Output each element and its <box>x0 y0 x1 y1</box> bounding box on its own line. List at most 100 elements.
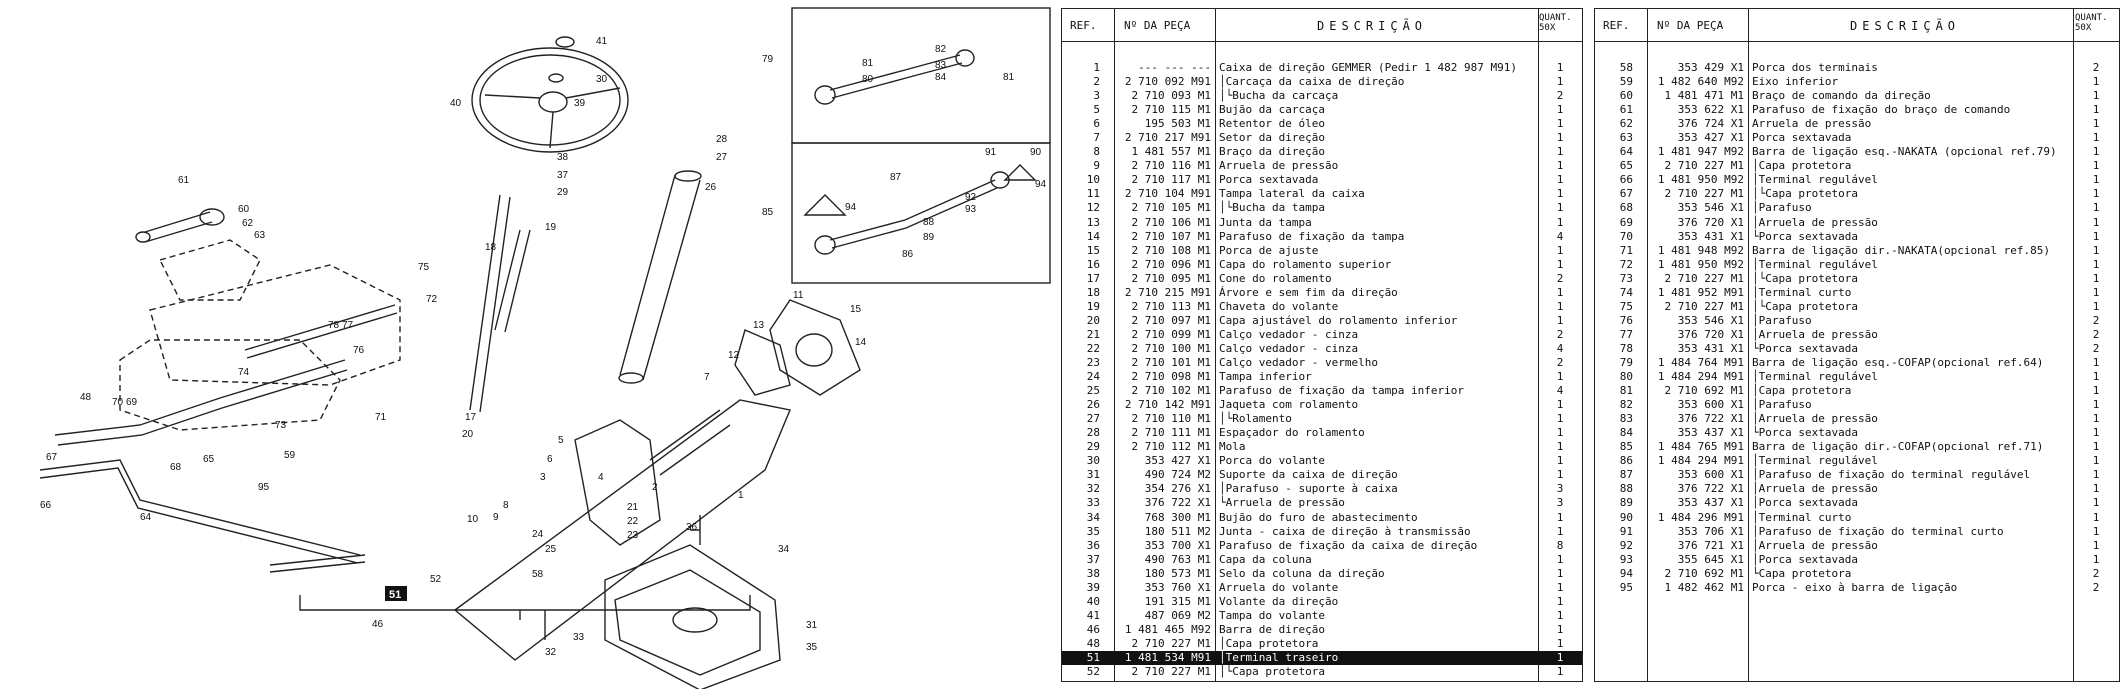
part-number-cell: 2 710 105 M1 <box>1131 201 1211 215</box>
ref-cell: 67 <box>1619 187 1633 201</box>
ref-cell: 77 <box>1619 327 1633 341</box>
description-cell: Capa da coluna <box>1219 552 1312 566</box>
quantity-cell: 1 <box>1556 636 1564 650</box>
svg-text:71: 71 <box>375 412 387 423</box>
quantity-cell: 1 <box>2092 173 2100 187</box>
svg-text:38: 38 <box>557 152 569 163</box>
part-number-cell: 180 511 M2 <box>1144 524 1211 538</box>
svg-text:70: 70 <box>112 397 124 408</box>
part-number-cell: 1 481 952 M91 <box>1657 285 1744 299</box>
svg-text:84: 84 <box>935 72 947 83</box>
tie-rod-left <box>39 459 361 564</box>
svg-text:62: 62 <box>242 218 254 229</box>
table-row: 1--- --- ---Caixa de direção GEMMER (Ped… <box>1062 61 1582 75</box>
part-number-cell: 376 724 X1 <box>1677 117 1744 131</box>
part-number-cell: 2 710 692 M1 <box>1664 384 1744 398</box>
part-number-cell: 1 481 950 M92 <box>1657 173 1744 187</box>
ref-cell: 16 <box>1086 257 1100 271</box>
svg-text:74: 74 <box>238 367 250 378</box>
part-number-cell: 376 720 X1 <box>1677 215 1744 229</box>
quantity-cell: 1 <box>2092 215 2100 229</box>
svg-text:69: 69 <box>126 397 138 408</box>
ref-cell: 38 <box>1086 566 1100 580</box>
quantity-cell: 1 <box>1556 566 1564 580</box>
svg-text:32: 32 <box>545 647 557 658</box>
quantity-cell: 1 <box>2092 538 2100 552</box>
description-cell: Capa do rolamento superior <box>1219 257 1392 271</box>
ref-cell: 76 <box>1619 313 1633 327</box>
part-number-cell: 353 437 X1 <box>1677 496 1744 510</box>
description-cell: │Arruela de pressão <box>1752 412 1878 426</box>
description-cell: │Porca sextavada <box>1752 552 1858 566</box>
quantity-cell: 1 <box>2092 145 2100 159</box>
part-number-cell: 1 481 534 M91 <box>1124 650 1211 664</box>
quantity-cell: 2 <box>1556 271 1564 285</box>
svg-text:78: 78 <box>328 320 340 331</box>
part-number-cell: 2 710 093 M1 <box>1131 89 1211 103</box>
ref-cell: 2 <box>1093 75 1100 89</box>
ref-cell: 93 <box>1619 552 1633 566</box>
svg-text:9: 9 <box>493 512 499 523</box>
ref-cell: 6 <box>1093 117 1100 131</box>
part-number-cell: 490 724 M2 <box>1144 468 1211 482</box>
quantity-cell: 1 <box>2092 552 2100 566</box>
quantity-cell: 1 <box>2092 412 2100 426</box>
quantity-cell: 1 <box>1556 370 1564 384</box>
header-quantity: QUANT. 50X <box>1539 13 1572 33</box>
ref-cell: 72 <box>1619 257 1633 271</box>
quantity-cell: 1 <box>1556 622 1564 636</box>
svg-text:73: 73 <box>275 420 287 431</box>
quantity-cell: 1 <box>1556 187 1564 201</box>
svg-text:83: 83 <box>935 60 947 71</box>
svg-text:18: 18 <box>485 242 497 253</box>
callout-51-highlight <box>385 586 407 601</box>
svg-text:61: 61 <box>178 175 190 186</box>
description-cell: │Terminal traseiro <box>1219 650 1339 664</box>
description-cell: Porca dos terminais <box>1752 61 1878 74</box>
part-number-cell: 353 760 X1 <box>1144 580 1211 594</box>
svg-text:95: 95 <box>258 482 270 493</box>
part-number-cell: 353 600 X1 <box>1677 468 1744 482</box>
part-number-cell: 2 710 097 M1 <box>1131 313 1211 327</box>
table-header: REF. Nº DA PEÇA DESCRIÇÃO QUANT. 50X <box>1595 9 2119 42</box>
inset-cofap-right-box <box>791 142 1051 284</box>
svg-text:85: 85 <box>762 207 774 218</box>
svg-text:51: 51 <box>389 589 401 601</box>
quantity-cell: 2 <box>2092 341 2100 355</box>
svg-text:7: 7 <box>704 372 710 383</box>
part-number-cell: 2 710 116 M1 <box>1131 159 1211 173</box>
part-number-cell: 1 481 950 M92 <box>1657 257 1744 271</box>
svg-text:65: 65 <box>203 454 215 465</box>
quantity-cell: 1 <box>1556 313 1564 327</box>
ref-cell: 22 <box>1086 341 1100 355</box>
description-cell: │Parafuso de fixação do terminal curto <box>1752 524 2004 538</box>
tie-rod-right <box>54 359 348 446</box>
header-ref: REF. <box>1603 19 1630 32</box>
quantity-cell: 1 <box>1556 131 1564 145</box>
description-cell: │Porca sextavada <box>1752 496 1858 510</box>
description-cell: │Carcaça da caixa de direção <box>1219 75 1405 89</box>
svg-text:59: 59 <box>284 450 296 461</box>
description-cell: │Parafuso <box>1752 313 1812 327</box>
quantity-cell: 2 <box>2092 580 2100 594</box>
ref-cell: 18 <box>1086 285 1100 299</box>
ref-cell: 60 <box>1619 89 1633 103</box>
description-cell: │Terminal curto <box>1752 510 1852 524</box>
svg-text:58: 58 <box>532 569 544 580</box>
svg-text:94: 94 <box>1035 179 1047 190</box>
